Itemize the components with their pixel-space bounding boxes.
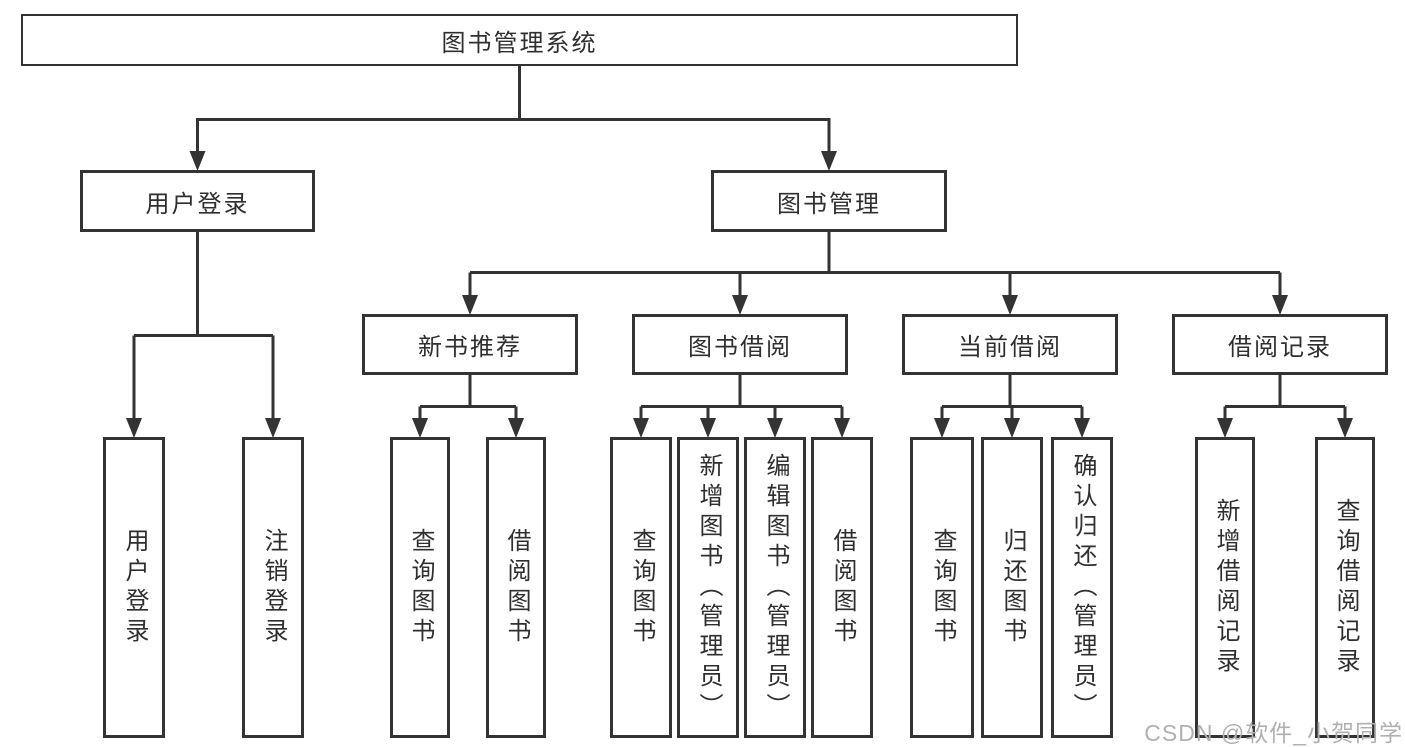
leaf-add-book-admin-label: 新增图书（管理员）: [695, 452, 722, 723]
leaf-borrow-books-recommend-label: 借阅图书: [503, 527, 530, 648]
connector-borrowing-records: [1223, 375, 1347, 420]
node-new-book-recommend-label: 新书推荐: [418, 334, 522, 361]
node-library-system: 图书管理系统: [21, 14, 1018, 66]
node-book-borrowing: 图书借阅: [632, 314, 848, 375]
node-user-login: 用户登录: [80, 170, 315, 232]
connector-new-book-recommend-arrowheads: [412, 418, 524, 438]
node-user-login-label: 用户登录: [145, 190, 250, 218]
connector-root: [196, 66, 831, 153]
leaf-logout: 注销登录: [242, 437, 304, 738]
connector-new-book-recommend: [418, 375, 518, 420]
leaf-borrow-books-recommend: 借阅图书: [486, 437, 546, 738]
leaf-return-book: 归还图书: [981, 437, 1043, 738]
leaf-add-book-admin: 新增图书（管理员）: [677, 437, 739, 738]
node-borrowing-records: 借阅记录: [1172, 314, 1388, 375]
node-current-borrowing-label: 当前借阅: [958, 334, 1062, 361]
connector-book-management-arrowheads: [462, 295, 1288, 315]
leaf-query-books-borrowing-label: 查询图书: [628, 527, 655, 648]
leaf-confirm-return-admin-label: 确认归还（管理员）: [1069, 452, 1096, 723]
leaf-borrow-books-borrowing: 借阅图书: [811, 437, 873, 738]
connector-user-login-arrowheads: [126, 418, 281, 438]
leaf-query-books-current: 查询图书: [910, 437, 974, 738]
leaf-borrow-books-borrowing-label: 借阅图书: [829, 527, 856, 648]
connector-book-management: [468, 232, 1282, 297]
leaf-user-login: 用户登录: [103, 437, 165, 738]
leaf-add-borrow-record-label: 新增借阅记录: [1212, 497, 1239, 678]
leaf-query-books-borrowing: 查询图书: [610, 437, 672, 738]
leaf-edit-book-admin-label: 编辑图书（管理员）: [762, 452, 789, 723]
leaf-query-books-recommend-label: 查询图书: [407, 527, 434, 648]
leaf-query-borrow-record-label: 查询借阅记录: [1332, 497, 1359, 678]
leaf-return-book-label: 归还图书: [999, 527, 1026, 648]
leaf-logout-label: 注销登录: [260, 527, 287, 648]
node-library-system-label: 图书管理系统: [441, 29, 598, 57]
node-current-borrowing: 当前借阅: [902, 314, 1118, 375]
leaf-query-borrow-record: 查询借阅记录: [1315, 437, 1375, 738]
connector-current-borrowing-arrowheads: [934, 418, 1090, 438]
watermark: CSDN @软件_小贺同学: [1144, 720, 1403, 746]
leaf-add-borrow-record: 新增借阅记录: [1195, 437, 1255, 738]
connector-book-borrowing-arrowheads: [633, 418, 850, 438]
node-new-book-recommend: 新书推荐: [362, 314, 578, 375]
connector-book-borrowing: [639, 375, 844, 420]
node-borrowing-records-label: 借阅记录: [1228, 334, 1332, 361]
leaf-user-login-label: 用户登录: [121, 527, 148, 648]
connector-root-arrowheads: [189, 151, 837, 171]
leaf-query-books-current-label: 查询图书: [929, 527, 956, 648]
connector-borrowing-records-arrowheads: [1217, 418, 1353, 438]
leaf-query-books-recommend: 查询图书: [390, 437, 450, 738]
connector-user-login: [132, 232, 275, 420]
leaf-confirm-return-admin: 确认归还（管理员）: [1051, 437, 1113, 738]
node-book-management-label: 图书管理: [777, 190, 881, 218]
node-book-borrowing-label: 图书借阅: [688, 334, 792, 361]
node-book-management: 图书管理: [711, 170, 947, 232]
connector-current-borrowing: [940, 375, 1084, 420]
leaf-edit-book-admin: 编辑图书（管理员）: [744, 437, 806, 738]
